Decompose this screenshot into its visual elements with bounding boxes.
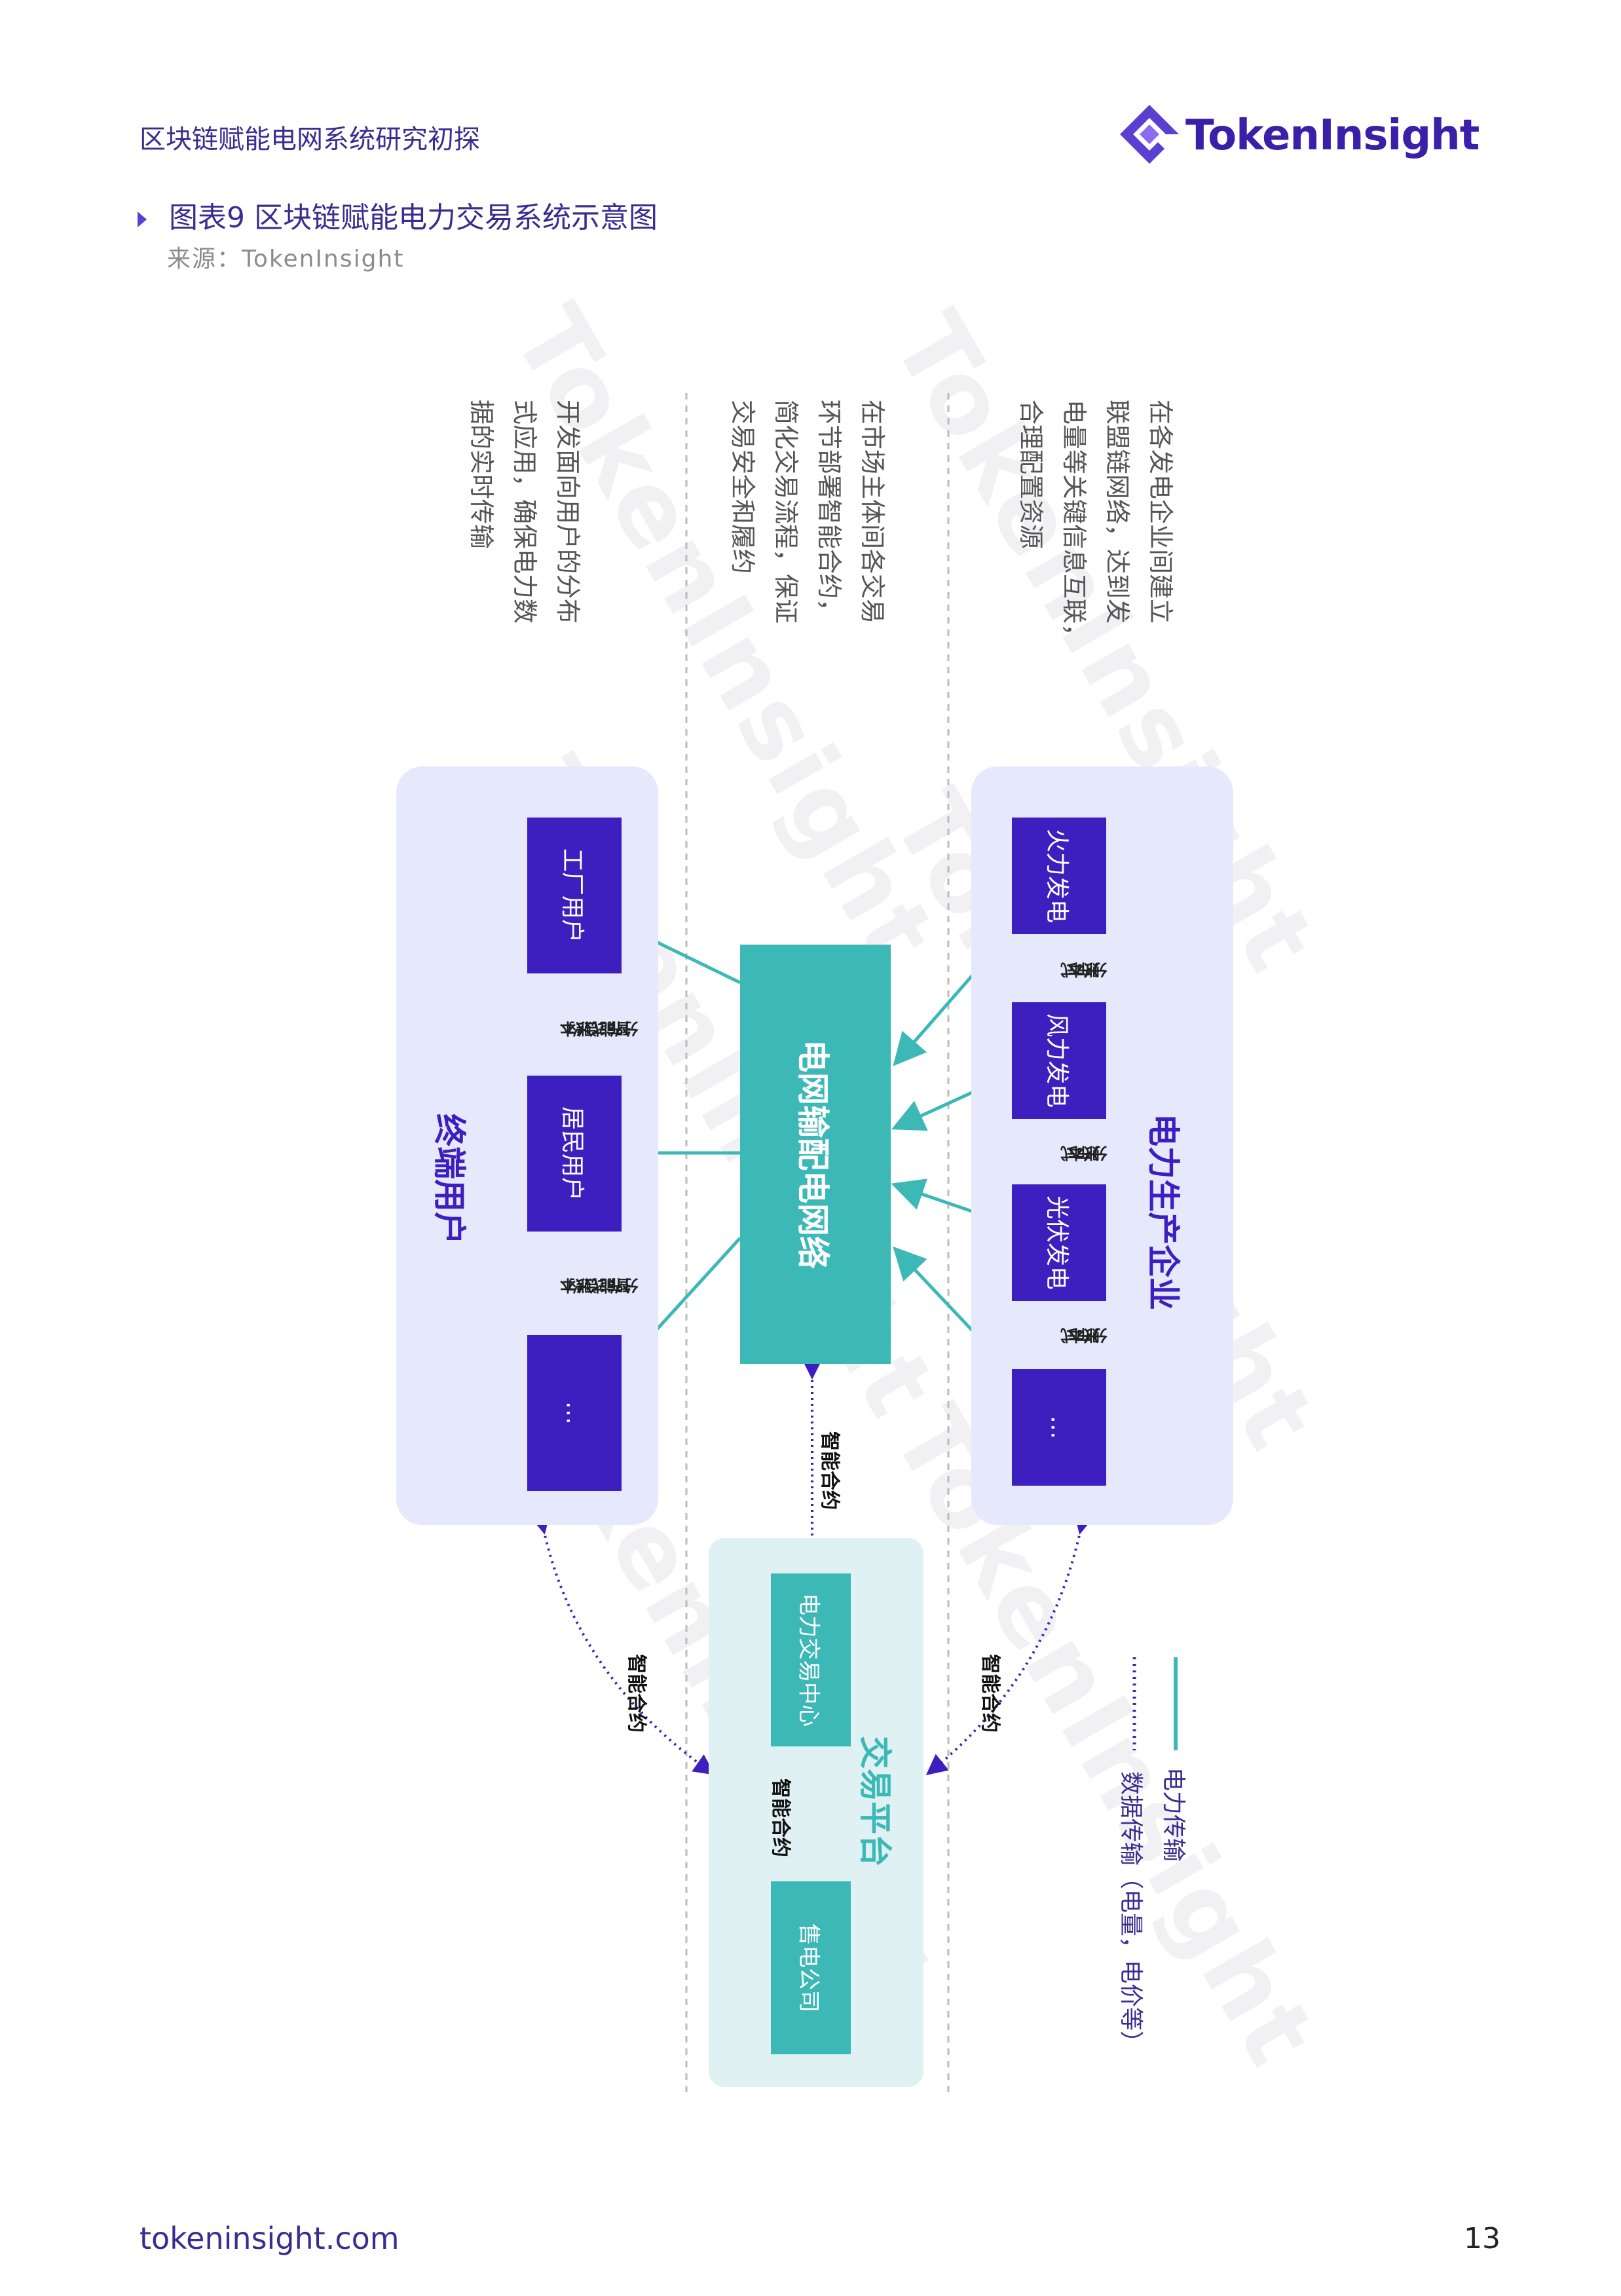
footer-url[interactable]: tokeninsight.com [140, 2221, 400, 2256]
description-line: 环节部署智能合约， [815, 400, 844, 624]
description-line: 交易安全和履约 [728, 400, 757, 574]
page-number: 13 [1464, 2222, 1500, 2255]
grid-trading-link-label: 智能合约 [818, 1431, 841, 1510]
figure-caption: 图表9 区块链赋能电力交易系统示意图 [138, 194, 658, 236]
grid-network-box: 电网输配电网络 [740, 945, 891, 1364]
description-line: 联盟链网络，达到发 [1103, 400, 1132, 624]
sales-company-box: 售电公司 [771, 1881, 851, 2054]
logo-text: TokenInsight [1185, 111, 1480, 160]
user-box-residential: 居民用户 [527, 1076, 622, 1232]
description-line: 式应用，确保电力数 [510, 400, 539, 624]
description-line: 据的实时传输 [467, 400, 496, 550]
tokeninsight-logo-icon [1120, 105, 1179, 164]
producers-link-label-1: 分布式账本 [1060, 960, 1108, 979]
trading-title: 交易平台 [856, 1736, 894, 1867]
document-title: 区块链赋能电网系统研究初探 [140, 124, 480, 155]
producers-link-label-2: 分布式账本 [1060, 1144, 1108, 1162]
users-description: 开发面向用户的分布 式应用，确保电力数 据的实时传输 [460, 400, 589, 624]
producers-link-label-3: 分布式账本 [1060, 1326, 1108, 1344]
description-line: 合理配置资源 [1016, 400, 1045, 550]
producer-box-solar: 光伏发电 [1012, 1184, 1106, 1301]
users-title: 终端用户 [430, 1114, 468, 1245]
legend-power: 电力传输 [1160, 1767, 1187, 1862]
figure-source: 来源：TokenInsight [167, 246, 405, 273]
users-link-label-2: 智能合约分布式账本 [560, 1276, 639, 1294]
users-trading-link-label: 智能合约 [625, 1654, 648, 1733]
description-line: 简化交易流程，保证 [772, 400, 800, 624]
tokeninsight-logo: TokenInsight [1113, 98, 1493, 177]
producers-trading-link-label: 智能合约 [978, 1654, 1001, 1733]
producer-box-thermal: 火力发电 [1012, 818, 1106, 934]
description-line: 开发面向用户的分布 [553, 400, 582, 624]
legend-data: 数据传输（电量，电价等） [1117, 1771, 1144, 2055]
user-box-more: … [527, 1335, 622, 1491]
producers-title: 电力生产企业 [1144, 1114, 1182, 1310]
figure-caption-text: 图表9 区块链赋能电力交易系统示意图 [169, 201, 658, 235]
description-line: 在各发电企业间建立 [1146, 400, 1175, 624]
description-line: 电量等关键信息互联， [1060, 400, 1089, 649]
market-description: 在市场主体间各交易 环节部署智能合约， 简化交易流程，保证 交易安全和履约 [721, 400, 894, 624]
description-line: 在市场主体间各交易 [858, 400, 887, 624]
trading-center-box: 电力交易中心 [771, 1573, 851, 1746]
users-link-label-1: 智能合约分布式账本 [560, 1019, 639, 1038]
trading-sales-link-label: 智能合约 [769, 1778, 792, 1857]
producer-box-more: … [1012, 1369, 1106, 1486]
user-box-factory: 工厂用户 [527, 818, 622, 973]
caption-bullet-icon [138, 212, 147, 227]
producer-box-wind: 风力发电 [1012, 1002, 1106, 1119]
producers-description: 在各发电企业间建立 联盟链网络，达到发 电量等关键信息互联， 合理配置资源 [1009, 400, 1182, 649]
